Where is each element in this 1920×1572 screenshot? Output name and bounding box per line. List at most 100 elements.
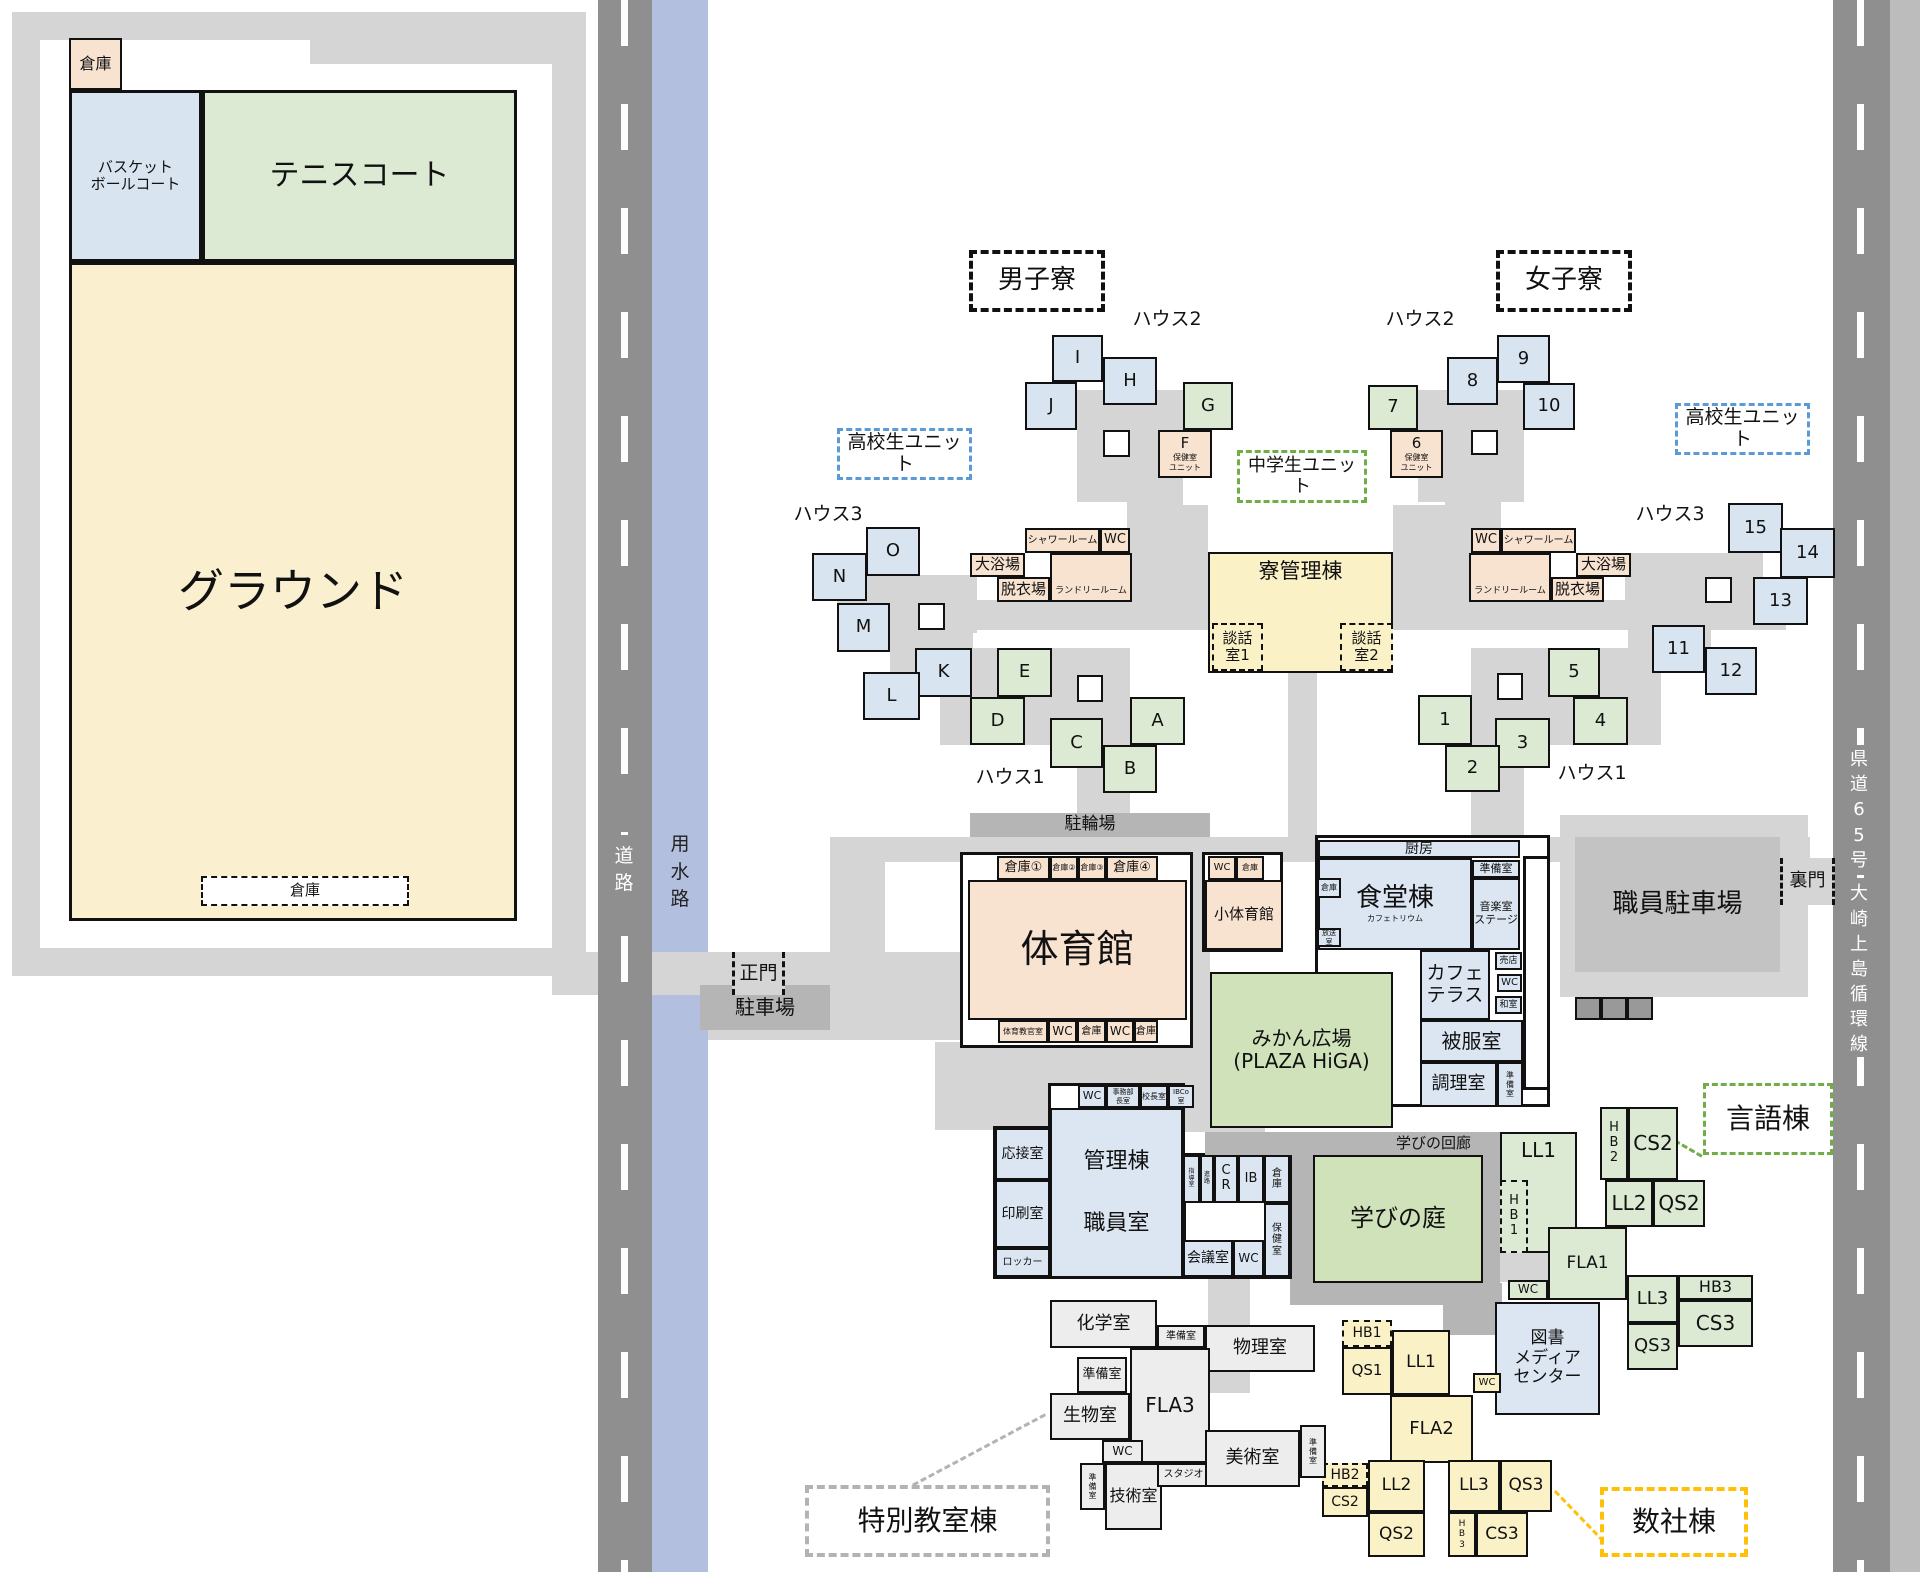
map-gl2: LL2 bbox=[1605, 1180, 1653, 1227]
map-r15: 15 bbox=[1728, 503, 1783, 553]
map-yh1: HB1 bbox=[1342, 1320, 1392, 1347]
map-tkg: 化学室 bbox=[1050, 1300, 1157, 1348]
map-gk3: 倉庫③ bbox=[1078, 856, 1106, 880]
map-ks1: 倉庫 bbox=[1236, 856, 1264, 880]
map-kwb: WC bbox=[1233, 1240, 1264, 1277]
map-r13: 13 bbox=[1753, 577, 1808, 625]
map-blwc: WC bbox=[1100, 528, 1130, 553]
map-r12: 12 bbox=[1705, 647, 1757, 695]
map-nwa: 学びの庭 bbox=[1313, 1155, 1483, 1283]
map-gh2: H B 2 bbox=[1600, 1107, 1628, 1180]
map-yl3: LL3 bbox=[1448, 1460, 1500, 1512]
map-rG: G bbox=[1183, 382, 1233, 430]
niwa-frame-bottom bbox=[1313, 1283, 1445, 1305]
map-bike: 駐輪場 bbox=[970, 813, 1210, 837]
map-gk2: 倉庫② bbox=[1050, 856, 1078, 880]
map-rE: E bbox=[997, 648, 1052, 697]
map-ct1: 特別教室棟 bbox=[805, 1485, 1050, 1557]
map-rd3: 県 道 6 5 号 bbox=[1841, 745, 1877, 875]
map-rM: M bbox=[837, 603, 890, 652]
map-cb2: 女子寮 bbox=[1496, 250, 1632, 312]
map-ywc: WC bbox=[1473, 1373, 1501, 1393]
map-brwc: WC bbox=[1471, 528, 1501, 553]
map-r14: 14 bbox=[1780, 528, 1835, 578]
map-tbt: 物理室 bbox=[1205, 1325, 1315, 1372]
map-r3: 3 bbox=[1495, 718, 1550, 768]
map-tf3: FLA3 bbox=[1130, 1348, 1210, 1463]
map-spk: 職員駐車場 bbox=[1575, 837, 1780, 972]
map-ah3l: ハウス3 bbox=[793, 503, 863, 526]
map-yc3: CS3 bbox=[1476, 1512, 1528, 1557]
map-rL: L bbox=[863, 672, 920, 720]
map-was: 和室 bbox=[1495, 996, 1522, 1014]
map-shd: 食堂棟カフェトリウム bbox=[1318, 858, 1472, 950]
pointer-susha bbox=[1553, 1490, 1605, 1543]
map-gt1: 体育教官室 bbox=[998, 1020, 1048, 1043]
courtyard-house3L bbox=[918, 603, 945, 630]
map-co1: 数社棟 bbox=[1600, 1487, 1748, 1557]
map-dw1: 談話 室1 bbox=[1212, 623, 1263, 671]
map-kan: 管理棟 職員室 bbox=[1050, 1108, 1183, 1278]
map-tst: スタジオ bbox=[1157, 1463, 1210, 1487]
map-rI: I bbox=[1052, 335, 1103, 382]
map-chb: 厨房 bbox=[1318, 840, 1520, 858]
map-blof: 大浴場 bbox=[970, 553, 1025, 577]
map-kw1: WC bbox=[1208, 856, 1236, 880]
courtyard-house1L bbox=[1077, 675, 1103, 702]
map-kib2: IB bbox=[1238, 1155, 1264, 1203]
sports-frame-bottom bbox=[12, 948, 586, 976]
map-bldt: 脱衣場 bbox=[997, 577, 1050, 602]
corridor-gate-west bbox=[552, 952, 598, 995]
map-dw2: 談話 室2 bbox=[1340, 623, 1393, 671]
corridor-susha-stub bbox=[1443, 1283, 1502, 1335]
map-yq1: QS1 bbox=[1342, 1347, 1392, 1395]
courtyard-house3R bbox=[1705, 577, 1732, 603]
map-jb2: 準 備 室 bbox=[1497, 1062, 1523, 1107]
sports-frame-right bbox=[552, 12, 586, 976]
map-hif: 被服室 bbox=[1420, 1020, 1523, 1062]
courtyard-house2L bbox=[1103, 430, 1130, 457]
pointer-tokubetsu bbox=[912, 1413, 1046, 1487]
map-r7: 7 bbox=[1368, 385, 1418, 430]
map-khv: 保 健 室 bbox=[1264, 1203, 1290, 1277]
map-cu3: 中学生ユニット bbox=[1237, 450, 1367, 503]
corridor-dorm-stem bbox=[1288, 673, 1317, 841]
map-yq2: QS2 bbox=[1368, 1512, 1425, 1557]
map-ong: 音楽室 ステージ bbox=[1472, 878, 1520, 950]
map-rC: C bbox=[1050, 718, 1103, 768]
map-rA: A bbox=[1130, 697, 1185, 745]
map-tbj: 美術室 bbox=[1205, 1430, 1300, 1487]
map-rd1: 道 路 bbox=[604, 835, 644, 905]
map-pkl: 駐車場 bbox=[700, 985, 830, 1030]
sports-frame-left bbox=[12, 12, 40, 976]
map-tsb: 生物室 bbox=[1050, 1393, 1130, 1440]
dining-east-wing bbox=[1523, 856, 1550, 1090]
courtyard-house2R bbox=[1471, 430, 1498, 455]
map-gq2: QS2 bbox=[1653, 1180, 1705, 1227]
road-east-shoulder bbox=[1890, 0, 1920, 1572]
map-rJ: J bbox=[1025, 382, 1077, 430]
map-gym: 体育館 bbox=[968, 880, 1187, 1020]
map-gc2: CS2 bbox=[1628, 1107, 1678, 1180]
map-rN: N bbox=[812, 553, 867, 601]
map-yh2: HB2 bbox=[1322, 1463, 1368, 1487]
map-sw1: WC bbox=[1497, 974, 1522, 992]
map-tsh: 図書 メディア センター bbox=[1495, 1302, 1600, 1415]
map-mkn: みかん広場 (PLAZA HiGA) bbox=[1210, 972, 1393, 1128]
map-hos: 放送室 bbox=[1317, 928, 1341, 947]
map-yl1: LL1 bbox=[1392, 1330, 1450, 1395]
corridor-admin-west bbox=[935, 1083, 1050, 1130]
map-cho: 調理室 bbox=[1420, 1062, 1497, 1107]
courtyard-house1R bbox=[1497, 673, 1523, 700]
map-rO: O bbox=[866, 527, 920, 576]
corridor-west-vertical bbox=[830, 837, 885, 995]
shed-square-3 bbox=[1627, 997, 1653, 1020]
map-ah1r: ハウス1 bbox=[1557, 762, 1627, 785]
shed-square-1 bbox=[1575, 997, 1601, 1020]
map-ah2r: ハウス2 bbox=[1385, 308, 1455, 331]
map-sg2: 倉庫 bbox=[201, 876, 409, 906]
corridor-ryokanri-west bbox=[1155, 505, 1208, 630]
